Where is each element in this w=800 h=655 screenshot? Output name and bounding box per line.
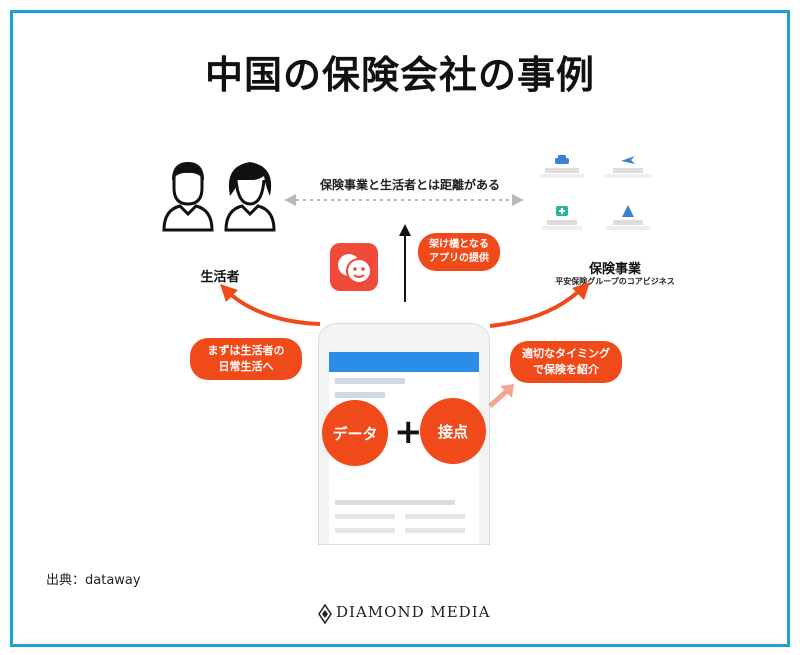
bridge-app-callout: 架け橋となる アプリの提供	[418, 233, 500, 271]
left-curve-arrow	[220, 284, 321, 326]
business-subtitle: 平安保険グループのコアビジネス	[555, 277, 675, 286]
brand-name: DIAMOND MEDIA	[336, 603, 491, 621]
app-header-bar	[329, 352, 479, 372]
service-car	[532, 154, 592, 179]
small-pink-arrow	[488, 384, 514, 408]
touchpoint-circle: 接点	[420, 398, 486, 464]
right-curve-arrow	[489, 282, 590, 328]
person-female-icon	[224, 162, 276, 232]
plane-icon	[621, 156, 635, 164]
service-travel	[598, 204, 658, 231]
data-circle: データ	[322, 400, 388, 466]
travel-icon	[622, 205, 634, 217]
consumer-label: 生活者	[200, 270, 240, 285]
distance-label: 保険事業と生活者とは距離がある	[319, 178, 500, 192]
source-credit: 出典：dataway	[46, 573, 141, 588]
person-male-icon	[162, 162, 214, 232]
brand-logo-icon	[318, 604, 332, 624]
service-health	[532, 204, 592, 231]
daily-life-callout: まずは生活者の 日常生活へ	[190, 338, 302, 380]
business-title: 保険事業	[588, 262, 641, 277]
service-plane	[598, 154, 658, 179]
car-icon	[555, 155, 569, 164]
health-icon	[556, 206, 568, 216]
distance-arrow	[284, 194, 524, 206]
upward-arrow	[399, 224, 411, 302]
timing-callout: 適切なタイミング で保険を紹介	[510, 341, 622, 383]
plus-sign: +	[394, 412, 423, 452]
app-logo-icon	[330, 243, 378, 291]
slide-title: 中国の保険会社の事例	[204, 53, 595, 97]
